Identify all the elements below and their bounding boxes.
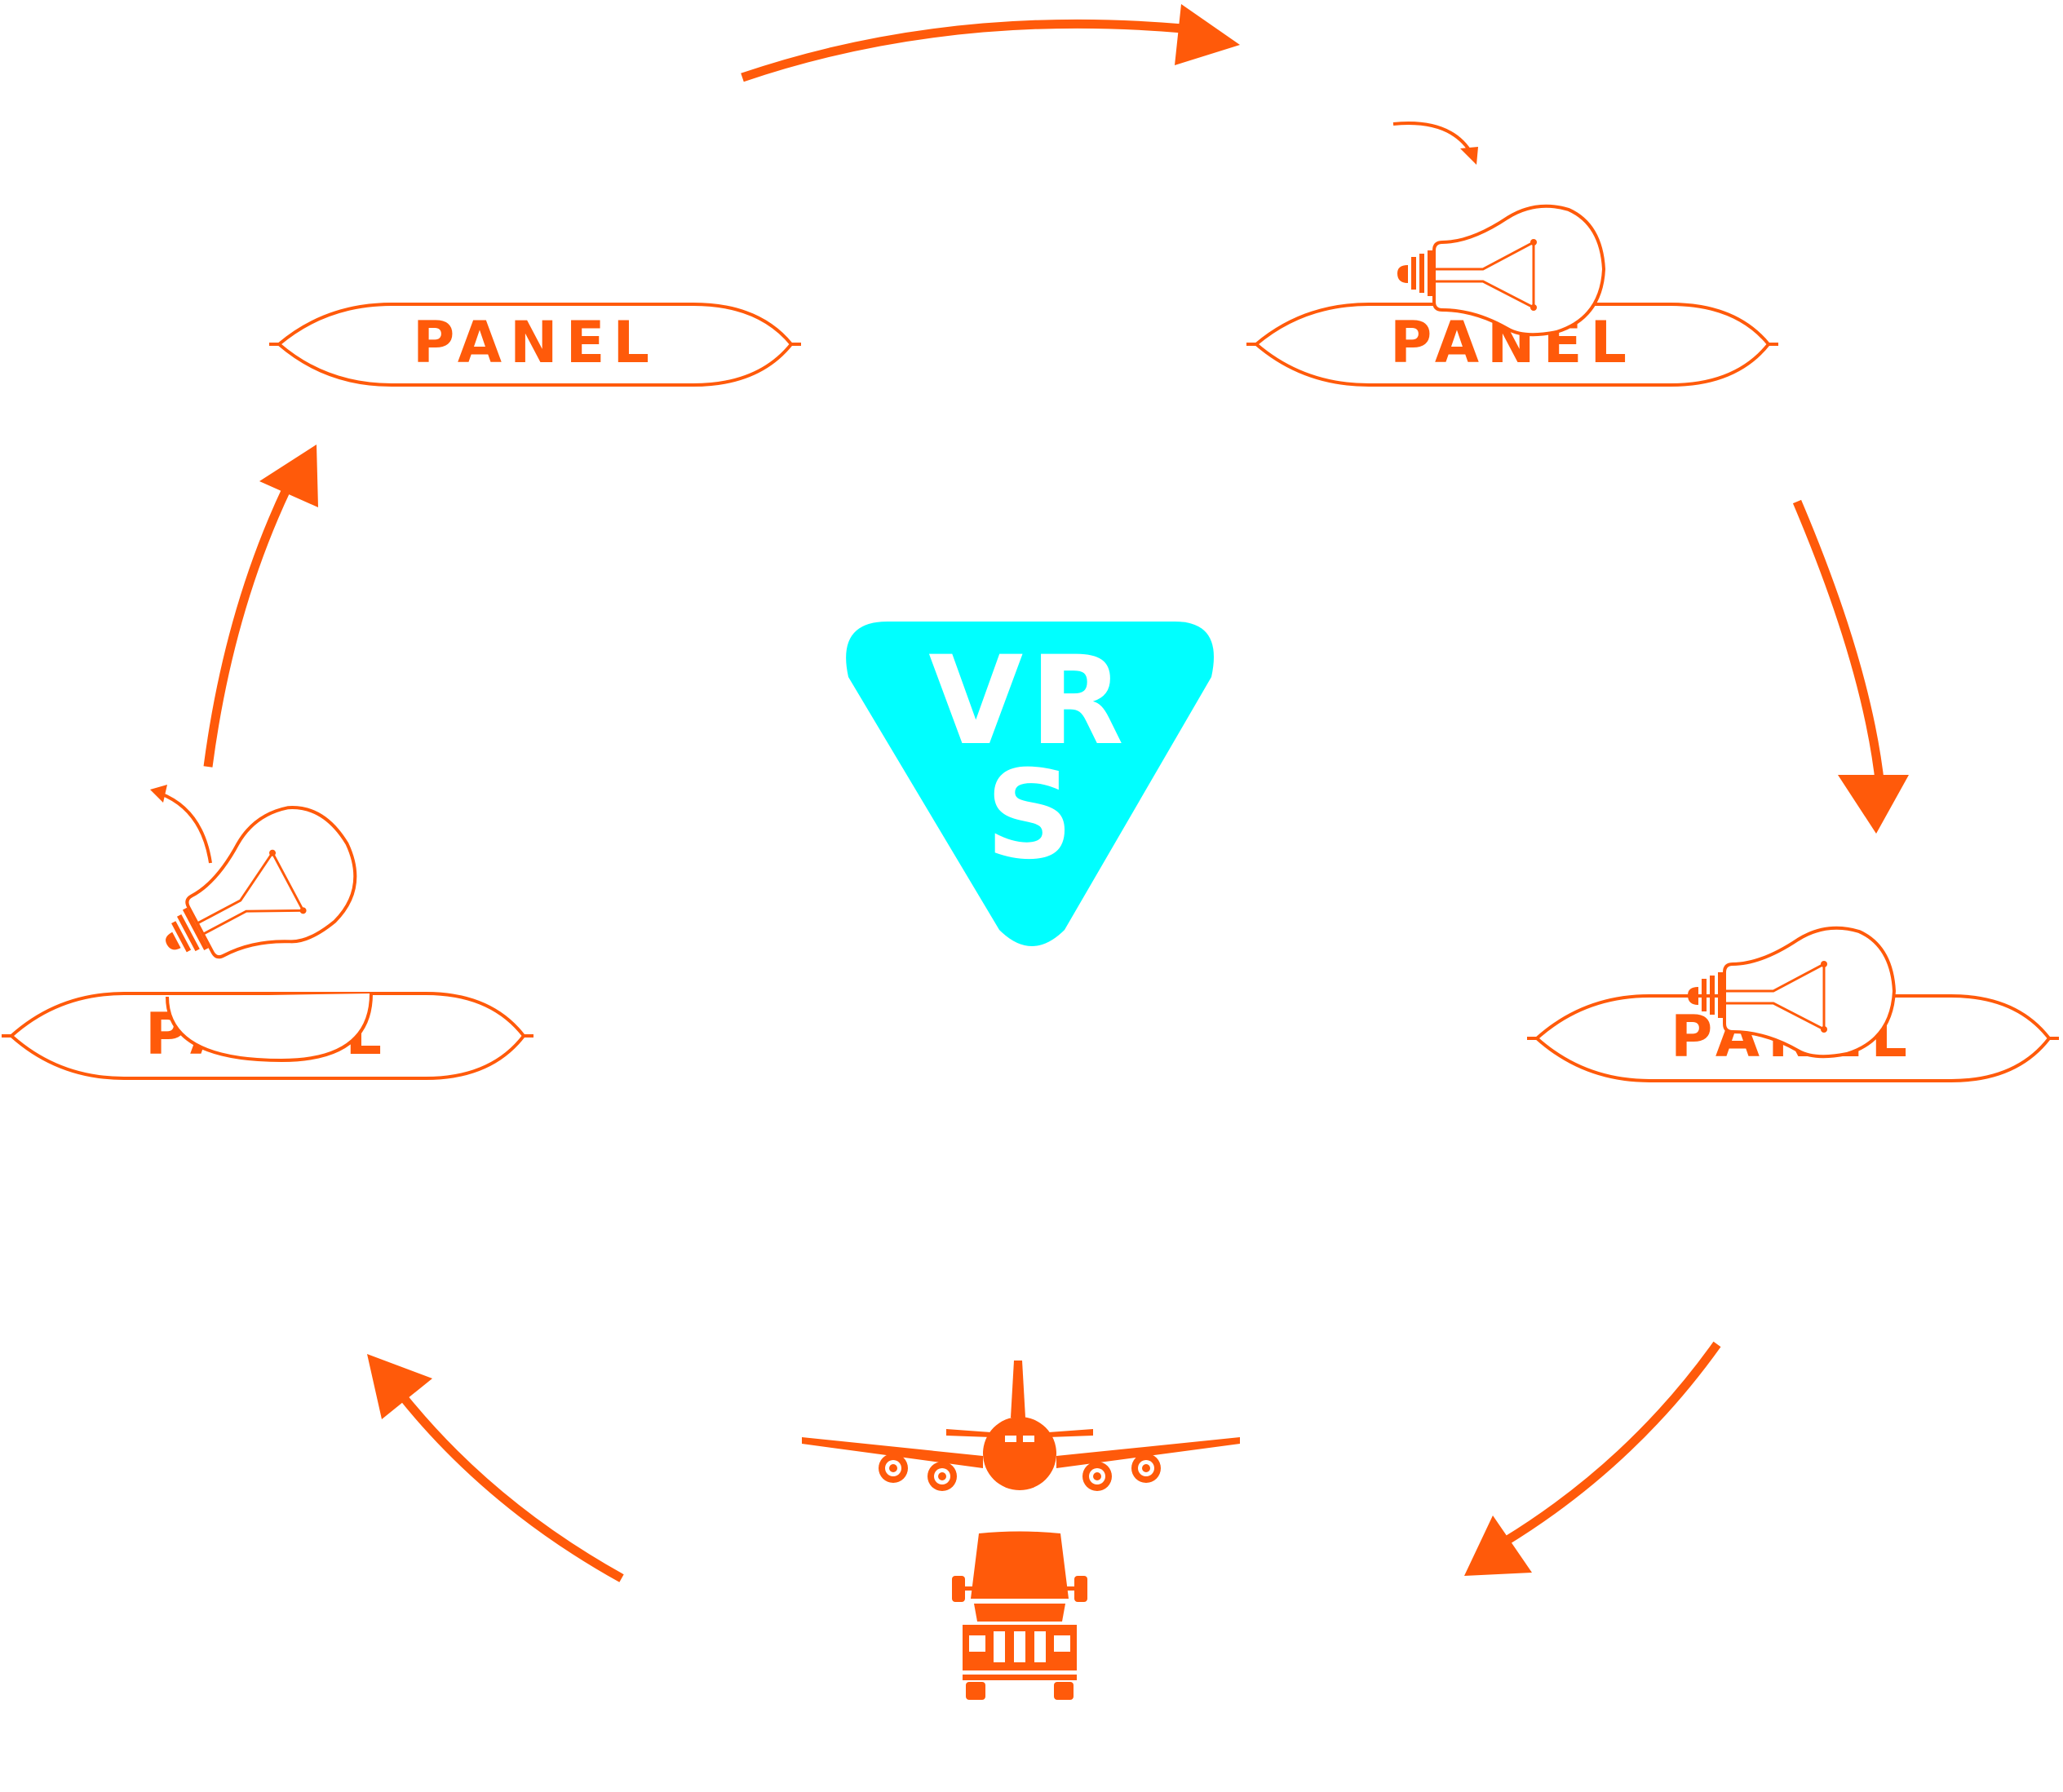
panel-label: PANEL — [413, 309, 657, 376]
panel-top-left: PANEL — [269, 303, 801, 387]
lightbulb-base-shape — [166, 993, 373, 1063]
truck-icon — [952, 1531, 1087, 1700]
lightbulb-icon — [135, 788, 378, 998]
arrow-bottom-left — [367, 1354, 624, 1582]
cycle-arrows — [203, 4, 1909, 1582]
small-arrow-left — [150, 785, 212, 864]
arrow-left — [203, 445, 318, 768]
small-arrow-top-right — [1392, 122, 1478, 165]
logo-text-vr: VR — [928, 631, 1131, 772]
vrs-logo: VR S — [846, 622, 1214, 946]
airplane-icon — [802, 1361, 1240, 1491]
arrow-top — [741, 4, 1240, 82]
arrow-right — [1792, 499, 1909, 834]
arrow-bottom-right — [1464, 1341, 1721, 1576]
logo-text-s: S — [985, 745, 1074, 887]
